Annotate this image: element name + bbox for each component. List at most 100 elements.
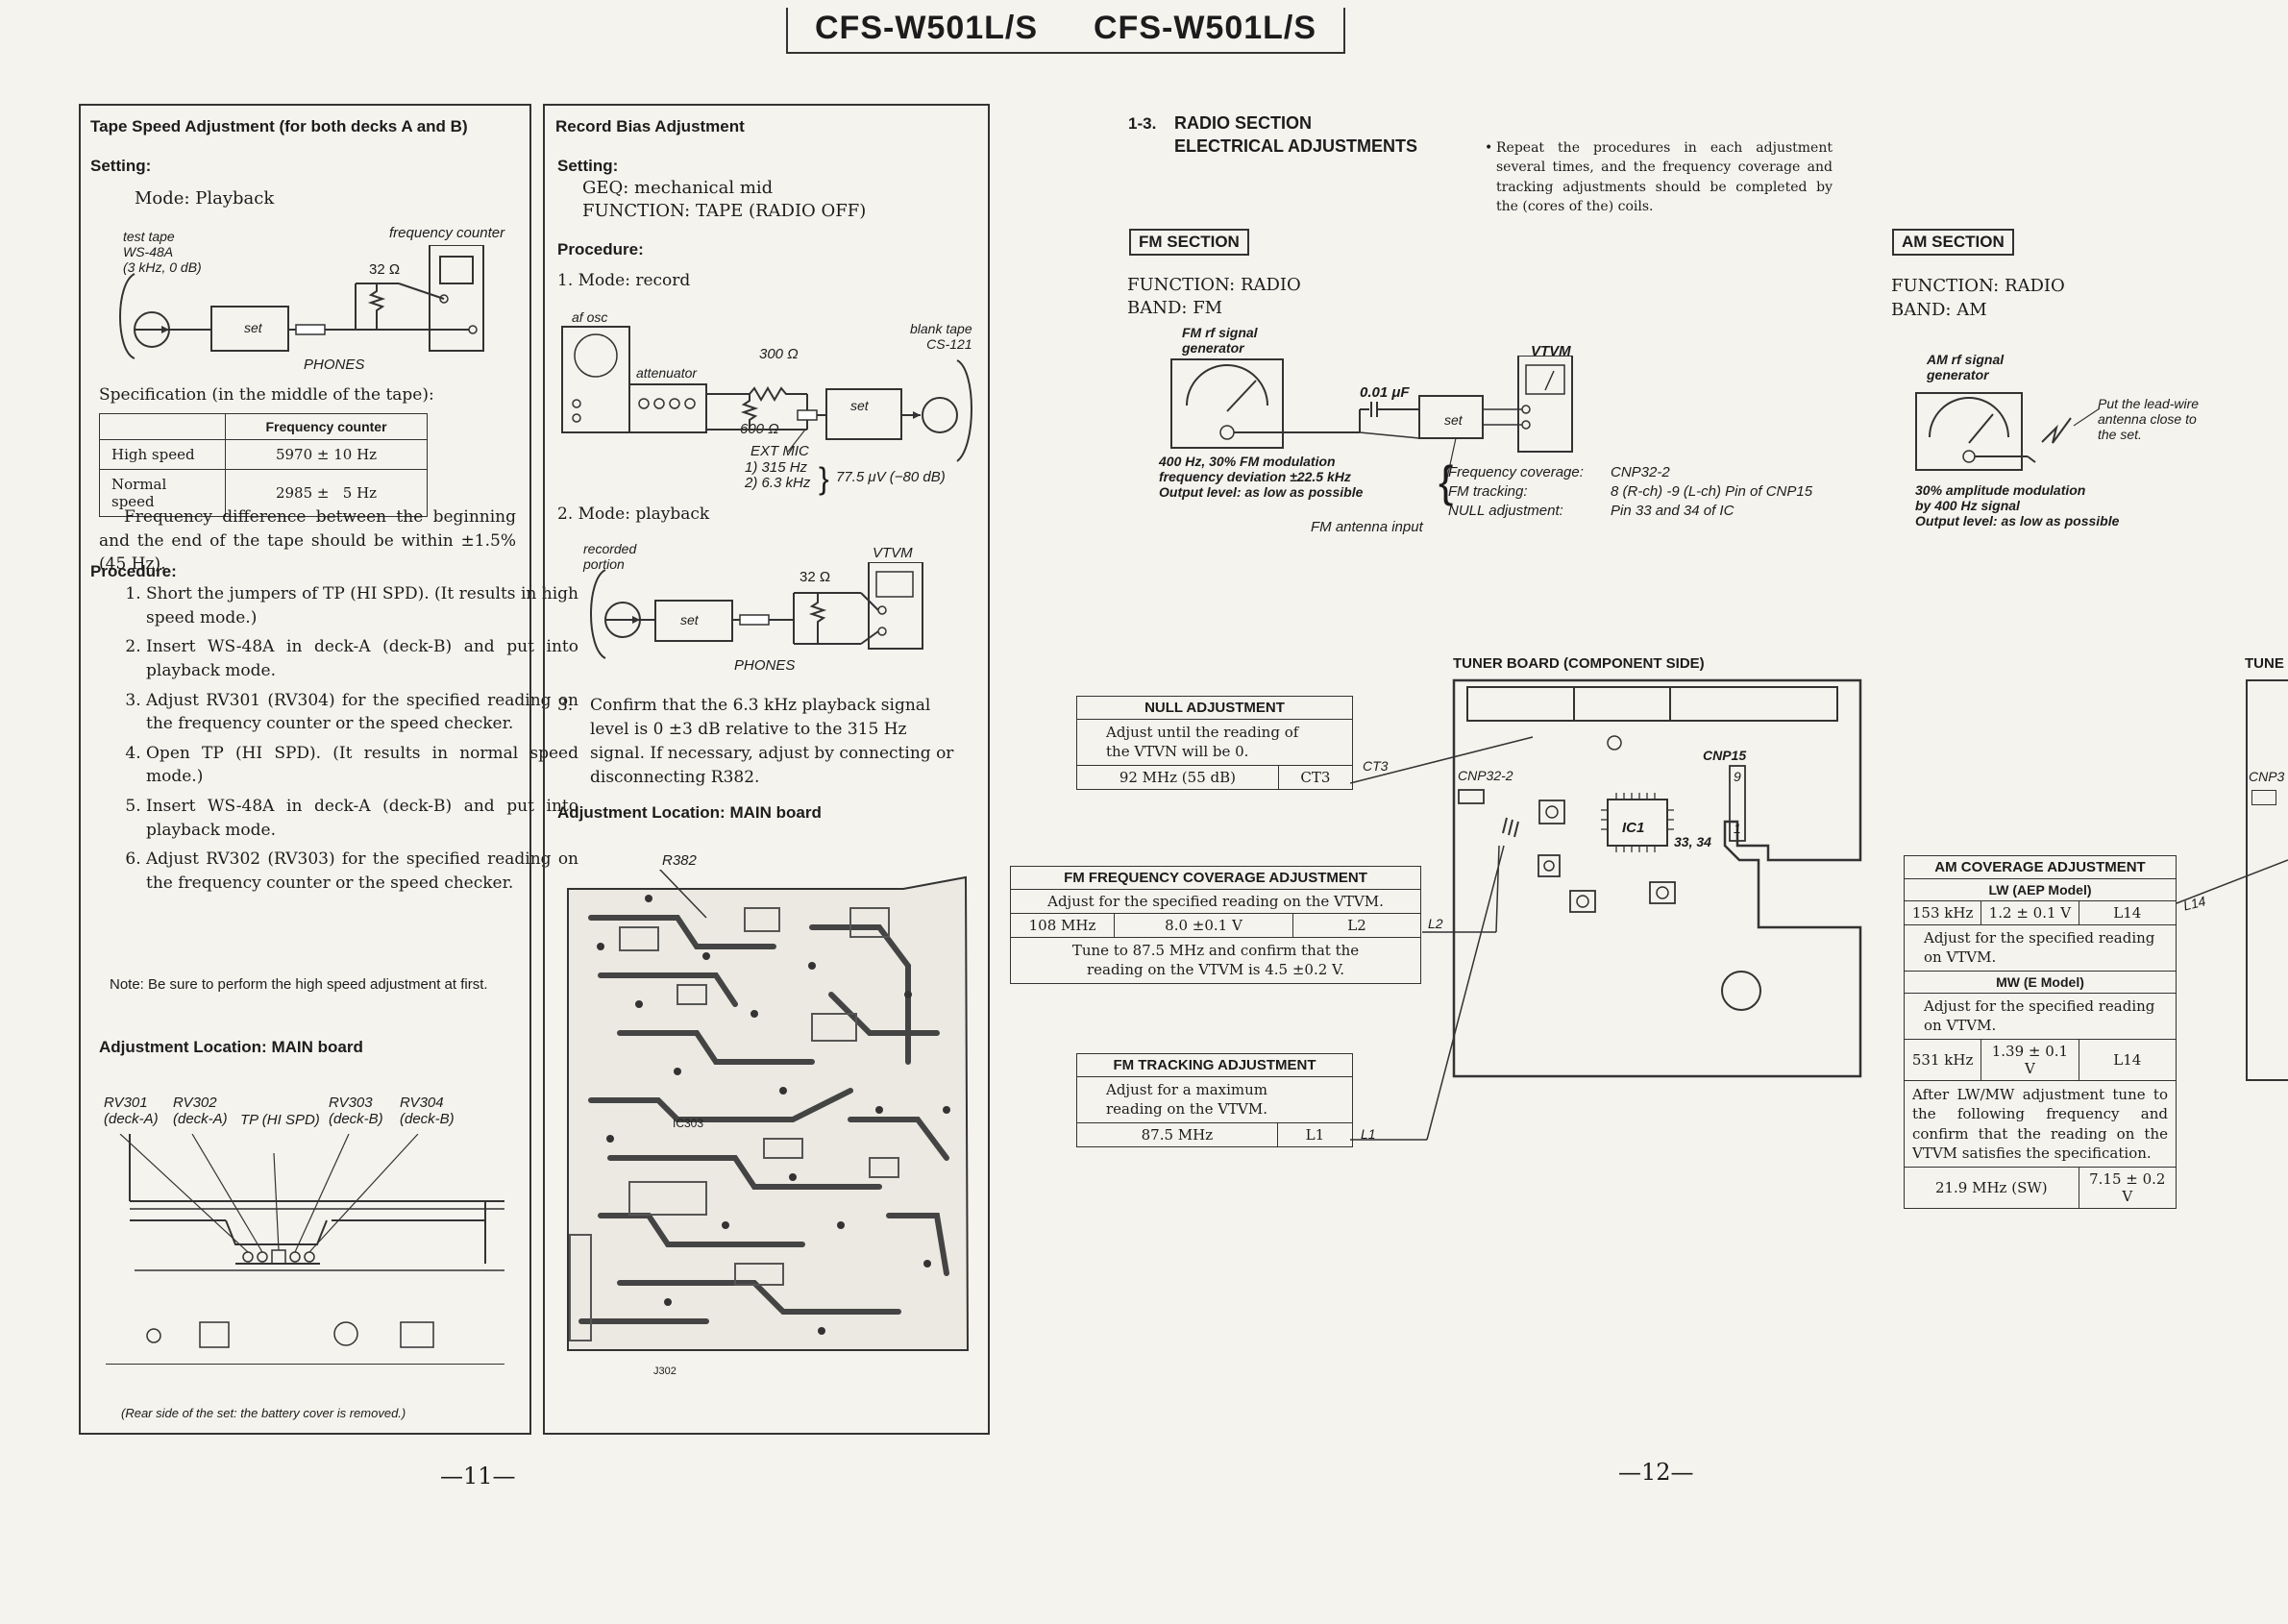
fm-band: BAND: FM (1127, 298, 1223, 318)
am-after-text: After LW/MW adjustment tune to the follo… (1904, 1080, 2177, 1168)
rear-caption: (Rear side of the set: the battery cover… (121, 1406, 406, 1420)
tape-spec-header: Frequency counter (225, 413, 428, 440)
list-item: Adjust RV302 (RV303) for the specified r… (146, 848, 578, 895)
tape-spec-empty-header (99, 413, 226, 440)
cnp15-pin1: 1 (1734, 821, 1741, 836)
table-row: High speed 5970 ± 10 Hz (99, 439, 428, 470)
l2-label: L2 (1428, 916, 1443, 931)
cnp3-cut-rect (2251, 790, 2276, 805)
am-cov-title: AM COVERAGE ADJUSTMENT (1904, 855, 2177, 879)
table-row: 108 MHz 8.0 ±0.1 V L2 (1010, 913, 1421, 938)
list-item: Insert WS-48A in deck-A (deck-B) and put… (146, 635, 578, 682)
tape-speed-title: Tape Speed Adjustment (for both decks A … (90, 117, 468, 135)
record-function: FUNCTION: TAPE (RADIO OFF) (582, 201, 867, 221)
playback-phones-label: PHONES (734, 657, 796, 674)
record-vtvm-label: VTVM (873, 545, 913, 561)
fm-track-title: FM TRACKING ADJUSTMENT (1076, 1053, 1353, 1077)
af-osc-label: af osc (572, 309, 608, 325)
freq-counter-label: frequency counter (389, 225, 505, 241)
record-procedure-label: Procedure: (557, 240, 644, 258)
fm-function: FUNCTION: RADIO (1127, 275, 1301, 295)
attenuator-label: attenuator (636, 365, 698, 381)
ext-mic-brace: } (819, 461, 829, 496)
radio-section-title-2: ELECTRICAL ADJUSTMENTS (1174, 136, 1418, 156)
fm-conn-brace: { (1439, 456, 1454, 506)
playback-diagram (590, 562, 923, 659)
model-right: CFS-W501L/S (1094, 10, 1317, 46)
table-row: Normal speed 2985 ± 5 Hz (99, 469, 428, 517)
fm-section-tag: FM SECTION (1129, 229, 1249, 256)
fm-cov-title: FM FREQUENCY COVERAGE ADJUSTMENT (1010, 866, 1421, 890)
r300-label: 300 Ω (759, 346, 799, 362)
ic303-label: IC303 (673, 1117, 704, 1130)
table-row: 531 kHz 1.39 ± 0.1 V L14 (1903, 1039, 2177, 1081)
tape-procedure-list: Short the jumpers of TP (HI SPD). (It re… (83, 582, 578, 901)
fm-cov-tune: Tune to 87.5 MHz and confirm that the re… (1010, 937, 1421, 984)
ct3-label: CT3 (1363, 758, 1389, 774)
record-step3: Confirm that the 6.3 kHz playback signal… (590, 696, 954, 787)
rear-side-diagram (106, 1134, 504, 1365)
page-number-right: —12— (1618, 1459, 1694, 1486)
record-resistor-label: 32 Ω (800, 569, 831, 585)
null-adj-title: NULL ADJUSTMENT (1076, 696, 1353, 720)
cnp15-board-label: CNP15 (1703, 748, 1747, 763)
fm-conn-labels: Frequency coverage:FM tracking:NULL adju… (1448, 464, 1584, 519)
record-bias-panel (543, 104, 990, 1435)
tape-speed-diagram (119, 245, 484, 359)
recorded-portion-label: recorded portion (583, 541, 637, 573)
cnp15-pin9: 9 (1734, 769, 1741, 784)
fm-setup-diagram (1170, 356, 1573, 483)
tape-speed-panel (79, 104, 531, 1435)
record-bias-title: Record Bias Adjustment (555, 117, 745, 135)
cnp32-board-label: CNP32-2 (1458, 768, 1513, 783)
table-row: 87.5 MHz L1 (1076, 1122, 1354, 1147)
ext-mic-label: EXT MIC 1) 315 Hz 2) 6.3 kHz (745, 443, 811, 491)
l1-label: L1 (1361, 1126, 1376, 1142)
rv-label-row: RV301(deck-A) RV302(deck-A) TP (HI SPD) … (104, 1095, 455, 1128)
null-adj-desc: Adjust until the reading of the VTVN wil… (1076, 719, 1353, 766)
radio-section-title-1: RADIO SECTION (1174, 113, 1313, 133)
table-row: 92 MHz (55 dB) CT3 (1076, 765, 1354, 790)
am-section-tag: AM SECTION (1892, 229, 2014, 256)
tape-note: Note: Be sure to perform the high speed … (110, 976, 488, 993)
fm-cov-desc: Adjust for the specified reading on the … (1010, 889, 1421, 914)
tape-speed-mode: Mode: Playback (135, 188, 275, 209)
tuner-board-diagram (1452, 678, 1862, 1078)
playback-set-label: set (680, 612, 699, 627)
tuner-board-cut-title: TUNE (2245, 655, 2284, 672)
page-number-left: —11— (440, 1463, 516, 1489)
fm-coverage-table: FM FREQUENCY COVERAGE ADJUSTMENT Adjust … (1010, 866, 1421, 984)
header-box (786, 8, 1345, 54)
r382-label: R382 (662, 852, 697, 869)
pins-label: 33, 34 (1674, 834, 1711, 849)
record-step3-num: 3. (557, 696, 574, 715)
list-item: Insert WS-48A in deck-A (deck-B) and put… (146, 795, 578, 842)
record-setting-label: Setting: (557, 157, 619, 175)
null-adjustment-table: NULL ADJUSTMENT Adjust until the reading… (1076, 696, 1354, 790)
cnp3-cut-label: CNP3 (2249, 769, 2285, 784)
record-diagram (561, 326, 972, 462)
fm-tracking-table: FM TRACKING ADJUSTMENT Adjust for a maxi… (1076, 1053, 1354, 1147)
am-lw-header: LW (AEP Model) (1904, 878, 2177, 901)
radio-section-num: 1-3. (1128, 114, 1157, 133)
fm-antenna-label: FM antenna input (1311, 519, 1423, 535)
blank-tape-label: blank tape CS-121 (910, 321, 972, 353)
test-tape-label: test tape WS-48A (3 kHz, 0 dB) (123, 229, 202, 276)
j302-label: J302 (653, 1366, 677, 1377)
list-item: Open TP (HI SPD). (It results in normal … (146, 742, 578, 789)
tape-phones-label: PHONES (304, 357, 365, 373)
freq-diff-text: Frequency difference between the beginni… (99, 507, 516, 575)
tape-procedure-label: Procedure: (90, 562, 177, 580)
table-row: 21.9 MHz (SW) 7.15 ± 0.2 V (1904, 1167, 2177, 1209)
tuner-board-title: TUNER BOARD (COMPONENT SIDE) (1453, 655, 1705, 672)
tape-set-label: set (244, 320, 262, 335)
fm-set-label: set (1444, 412, 1463, 428)
record-level-label: 77.5 μV (−80 dB) (836, 469, 946, 485)
tape-adj-location: Adjustment Location: MAIN board (99, 1038, 363, 1056)
record-set-label: set (850, 398, 869, 413)
